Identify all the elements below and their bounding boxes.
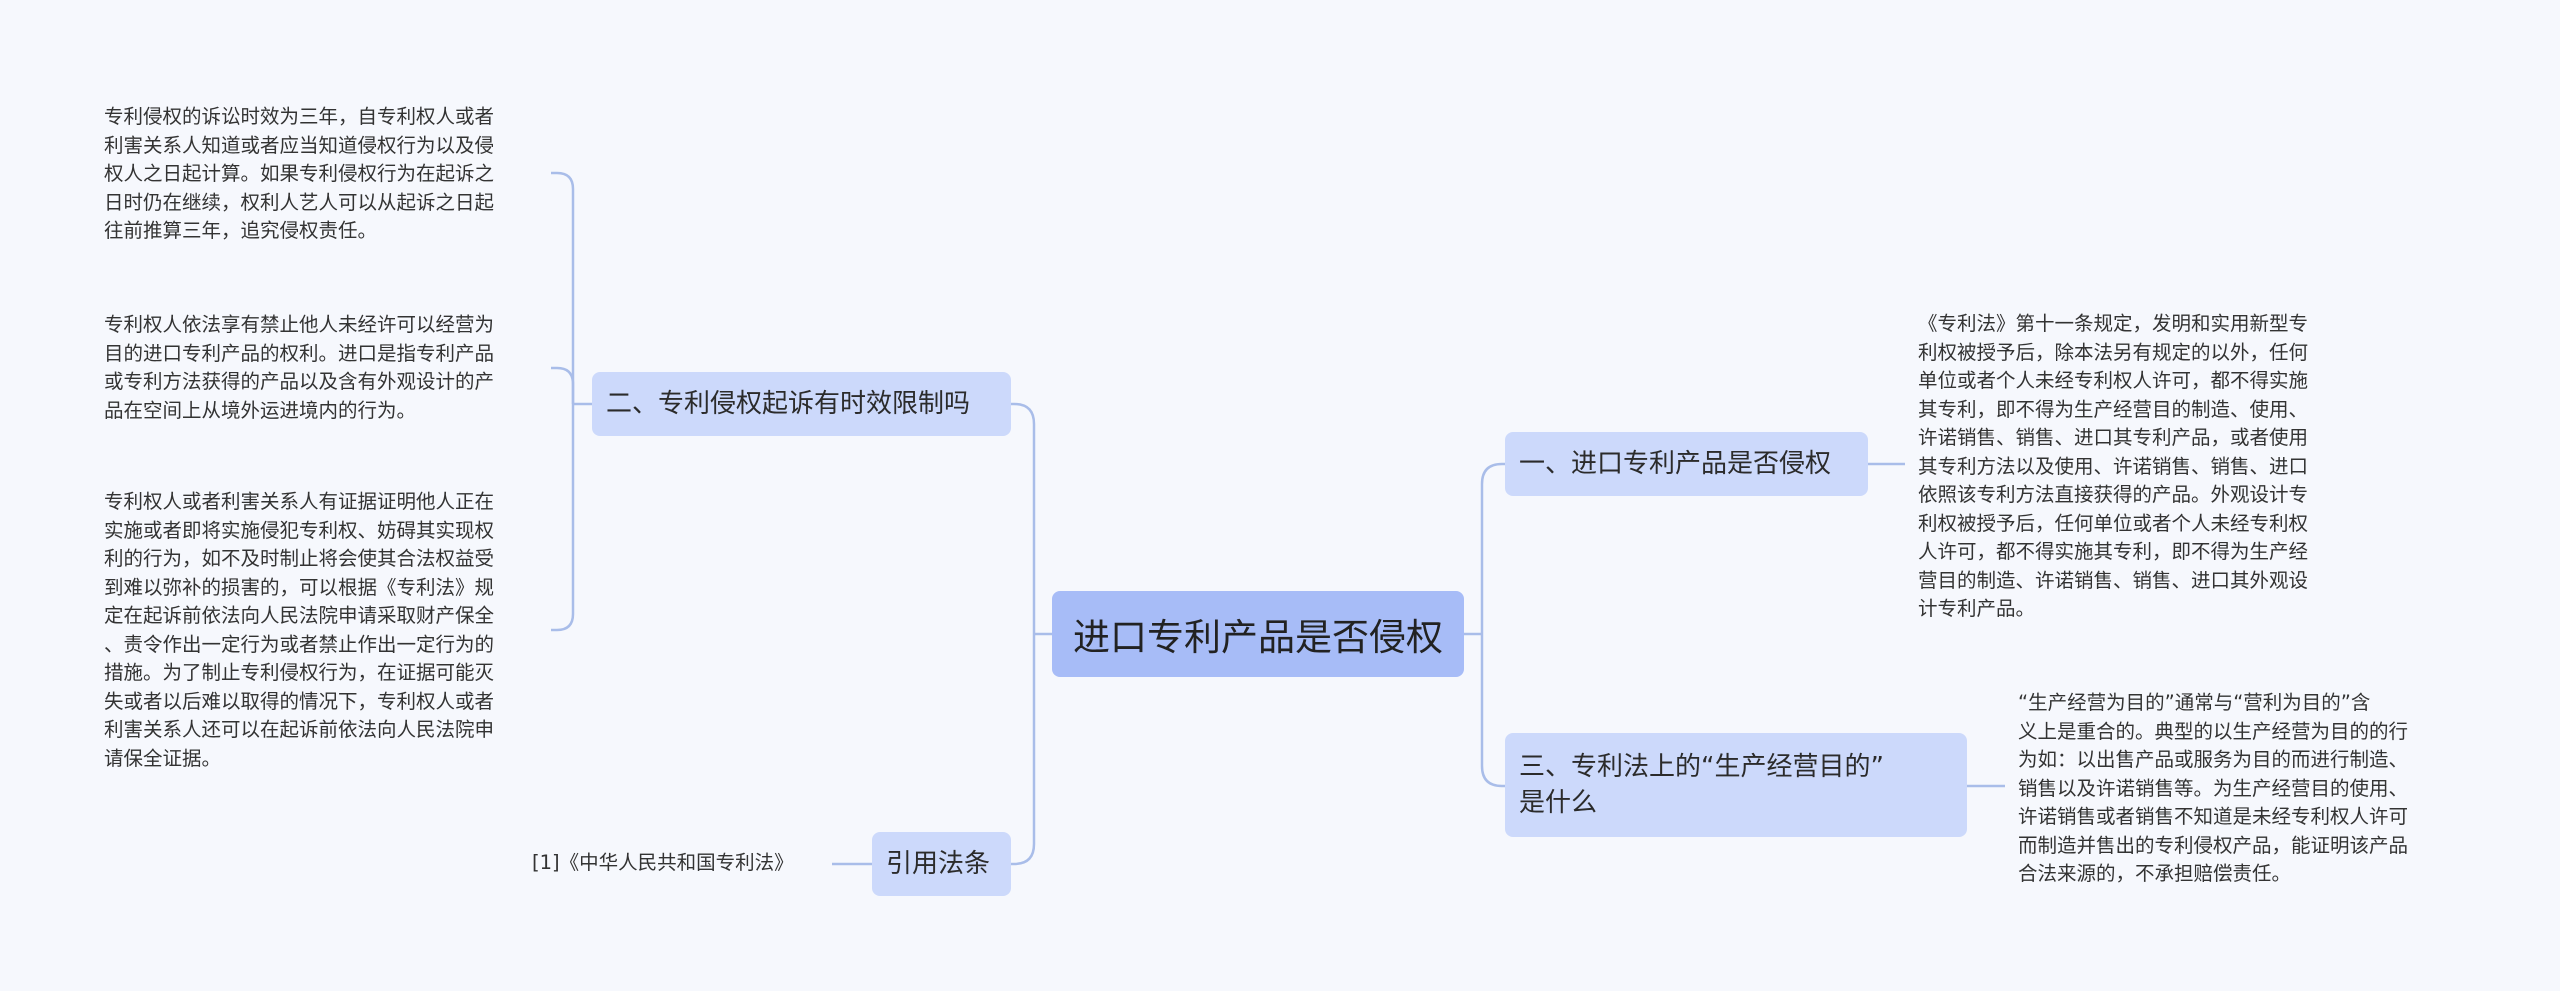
topic-limitation-period-label: 二、专利侵权起诉有时效限制吗	[606, 389, 971, 419]
detail-preliminary-measures[interactable]: 专利权人或者利害关系人有证据证明他人正在 实施或者即将实施侵犯专利权、妨碍其实现…	[104, 490, 495, 770]
detail-cited-law[interactable]: [1]《中华人民共和国专利法》	[532, 851, 794, 874]
root-topic-label: 进口专利产品是否侵权	[1073, 616, 1443, 659]
connector-right-branch-2	[1480, 634, 1505, 788]
topic-limitation-period[interactable]: 二、专利侵权起诉有时效限制吗	[592, 372, 1011, 436]
connector-left-detail-1	[551, 171, 575, 404]
connector-right-branch-1	[1480, 462, 1505, 634]
connector-left-detail-2	[551, 366, 575, 404]
topic-import-infringement[interactable]: 一、进口专利产品是否侵权	[1505, 432, 1868, 496]
connector-left-detail-3	[551, 404, 575, 632]
topic-cited-laws-label: 引用法条	[886, 849, 991, 879]
detail-business-purpose[interactable]: “生产经营为目的”通常与“营利为目的”含 义上是重合的。典型的以生产经营为目的的…	[2018, 691, 2409, 885]
detail-limitation-period[interactable]: 专利侵权的诉讼时效为三年，自专利权人或者 利害关系人知道或者应当知道侵权行为以及…	[104, 105, 495, 242]
topic-production-business-purpose[interactable]: 三、专利法上的“生产经营目的” 是什么	[1505, 733, 1967, 837]
topic-production-business-purpose-label: 三、专利法上的“生产经营目的” 是什么	[1519, 752, 1884, 818]
connector-left-branch-1	[1011, 402, 1036, 634]
topic-import-infringement-label: 一、进口专利产品是否侵权	[1519, 449, 1832, 479]
detail-patent-law-article-11[interactable]: 《专利法》第十一条规定，发明和实用新型专 利权被授予后，除本法另有规定的以外，任…	[1918, 312, 2309, 620]
topic-cited-laws[interactable]: 引用法条	[872, 832, 1011, 896]
root-topic[interactable]: 进口专利产品是否侵权	[1052, 591, 1464, 677]
connector-left-branch-2	[1011, 634, 1036, 866]
detail-import-right[interactable]: 专利权人依法享有禁止他人未经许可以经营为 目的进口专利产品的权利。进口是指专利产…	[104, 313, 495, 422]
